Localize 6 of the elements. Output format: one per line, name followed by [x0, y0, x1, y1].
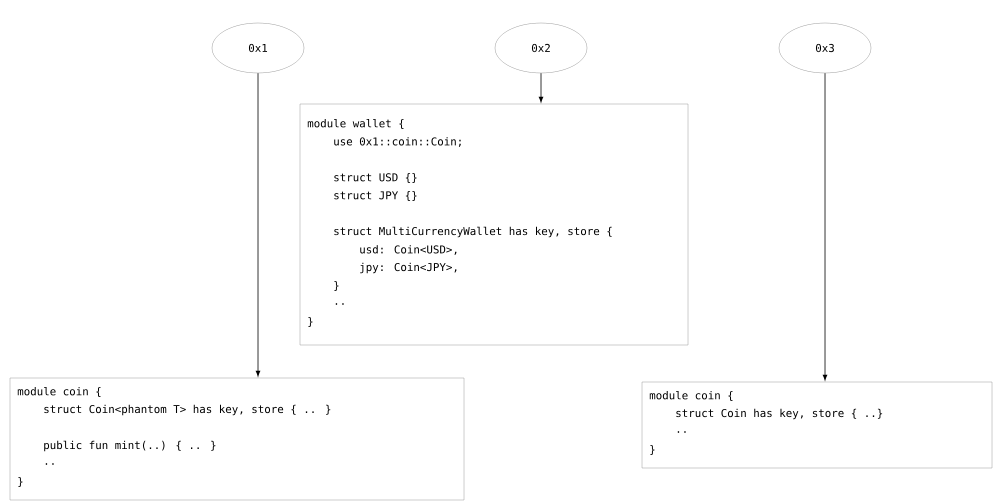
- arrow: [822, 72, 828, 380]
- code-box: module coin { struct Coin has key, store { ..} .. }: [642, 382, 992, 468]
- arrow: [538, 72, 544, 102]
- code-box: module coin { struct Coin<phantom T> has key, store { .. } public fun mint(..) { .. } .. }: [10, 378, 464, 500]
- code-box: module wallet { use 0x1::coin::Coin; struct USD {} struct JPY {} struct MultiCurrencyWallet has key, store { usd: Coin<USD>, jpy: Coin<JPY>, } .. }: [300, 104, 688, 346]
- arrow: [256, 72, 260, 376]
